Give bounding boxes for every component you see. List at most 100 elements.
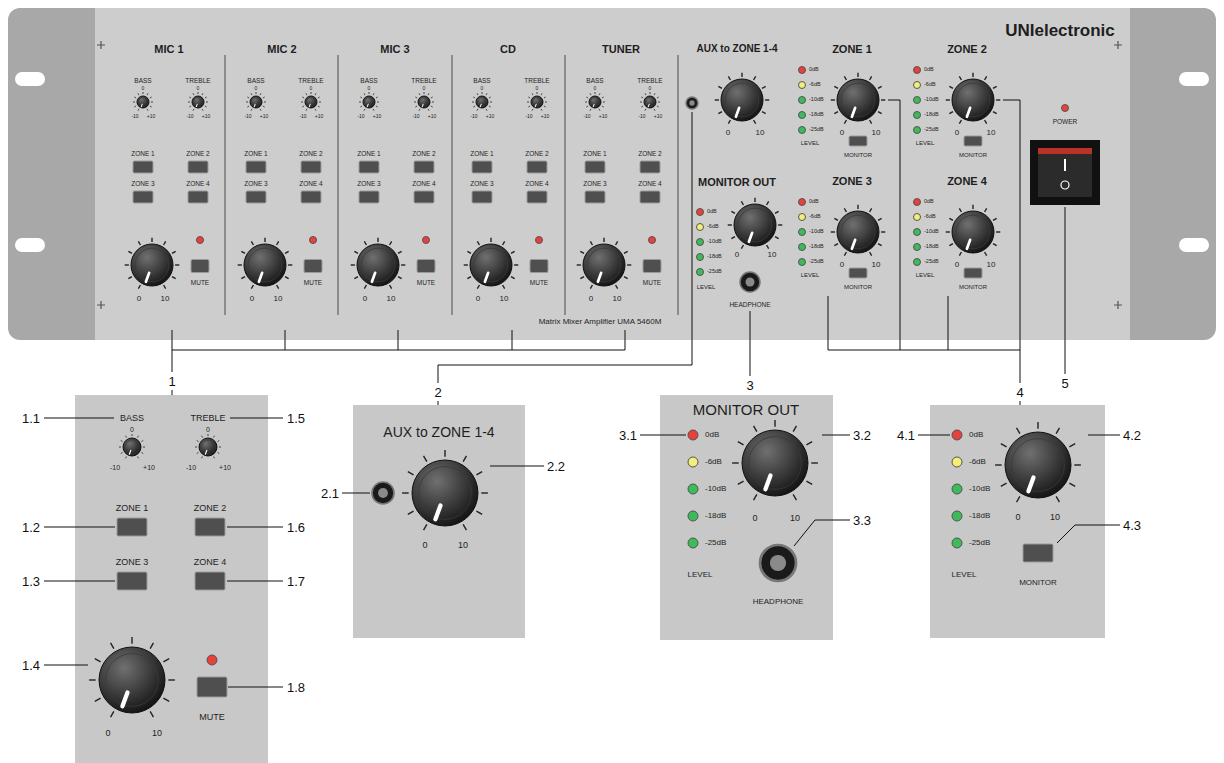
knob-tick	[778, 224, 782, 225]
knob-tick	[514, 264, 518, 265]
knob-tick	[189, 106, 191, 107]
panel-text: 10	[768, 251, 777, 259]
knob-tick	[645, 109, 646, 111]
knob-tick	[260, 109, 261, 111]
rack-hole	[1179, 238, 1209, 252]
knob-tick	[545, 102, 547, 103]
callout-number: 3	[746, 379, 753, 392]
divider	[678, 55, 679, 315]
push-button	[530, 260, 548, 273]
rack-hole	[15, 72, 45, 86]
knob-tick	[993, 112, 997, 114]
knob	[640, 92, 660, 111]
panel-text: ZONE 1	[357, 151, 380, 158]
knob-cap	[361, 248, 395, 282]
knob-tick	[246, 102, 248, 103]
knob-tick	[732, 462, 739, 463]
knob-tick	[364, 241, 366, 245]
led	[697, 224, 704, 231]
knob-pointer	[765, 475, 770, 489]
knob-tick	[482, 92, 483, 94]
knob-tick	[206, 102, 208, 103]
divider	[225, 55, 226, 315]
callout-number: 4.2	[1123, 429, 1141, 442]
led	[697, 269, 704, 276]
knob-tick	[134, 97, 136, 98]
led	[952, 457, 962, 467]
knob-tick	[364, 93, 365, 95]
panel-text: +10	[219, 464, 231, 471]
knob-cap	[419, 97, 429, 107]
knob-tick	[532, 93, 533, 95]
led	[799, 112, 806, 119]
panel-text: ZONE 4	[525, 181, 548, 188]
push-button	[527, 191, 547, 203]
knob-tick	[1001, 483, 1007, 486]
knob-tick	[302, 106, 304, 107]
knob-tick	[985, 120, 987, 124]
knob-tick	[143, 447, 145, 448]
knob-tick	[376, 97, 378, 98]
panel-text: -10dB	[969, 485, 990, 493]
knob-tick	[302, 97, 304, 98]
led	[914, 112, 921, 119]
led	[688, 457, 698, 467]
knob-tick	[486, 109, 487, 111]
knob-tick	[718, 112, 722, 114]
knob-tick	[241, 251, 245, 253]
knob-tick	[360, 106, 362, 107]
panel-text: -6dB	[924, 214, 936, 220]
knob-pointer	[141, 104, 143, 107]
knob-pointer	[648, 104, 650, 107]
led	[688, 538, 698, 548]
knob	[946, 73, 1001, 124]
knob-cap	[1012, 439, 1065, 492]
knob-tick	[715, 99, 719, 100]
panel-text: 10	[152, 729, 162, 738]
led	[914, 67, 921, 74]
knob-tick	[318, 97, 320, 98]
panel-text: 0dB	[809, 199, 819, 205]
push-button	[188, 161, 208, 173]
leader-line	[172, 350, 625, 351]
power-switch	[1030, 140, 1100, 205]
panel-text: TREBLE	[637, 78, 662, 85]
knob-body	[531, 96, 543, 108]
knob-pointer	[736, 108, 739, 117]
knob-tick	[590, 93, 591, 95]
knob-tick	[390, 285, 392, 289]
panel-text: 0	[206, 426, 210, 433]
panel-text: ZONE 2	[299, 151, 322, 158]
knob-cap	[587, 248, 621, 282]
knob-tick	[138, 436, 139, 438]
panel-text: -10dB	[809, 229, 824, 235]
push-button	[417, 260, 435, 273]
knob-tick	[126, 457, 127, 459]
panel-text: 0dB	[924, 199, 934, 205]
panel-text: ZONE 2	[412, 151, 435, 158]
leader-line	[438, 112, 692, 383]
knob-tick	[762, 112, 766, 114]
panel-text: 0	[955, 261, 959, 269]
knob-tick	[467, 277, 471, 279]
divider	[338, 55, 339, 315]
panel-text: ZONE 1	[470, 151, 493, 158]
knob-tick	[985, 76, 987, 80]
knob-tick	[477, 285, 479, 289]
panel-text: 0dB	[705, 431, 719, 439]
knob-tick	[528, 106, 530, 107]
knob-cap	[474, 248, 508, 282]
knob-tick	[95, 659, 101, 662]
panel-text: +10	[599, 114, 607, 119]
panel-text: 10	[872, 261, 881, 269]
section-art	[353, 405, 525, 638]
channel-strip: MIC 3BASS0-10+10TREBLE0-10+10ZONE 1ZONE …	[339, 40, 452, 315]
knob-tick	[163, 698, 169, 701]
leader-line	[342, 493, 370, 494]
panel-text: LEVEL	[916, 140, 935, 146]
knob-body	[131, 244, 173, 286]
panel-text: -6dB	[924, 82, 936, 88]
knob-body	[644, 96, 656, 108]
knob-body	[412, 460, 478, 526]
